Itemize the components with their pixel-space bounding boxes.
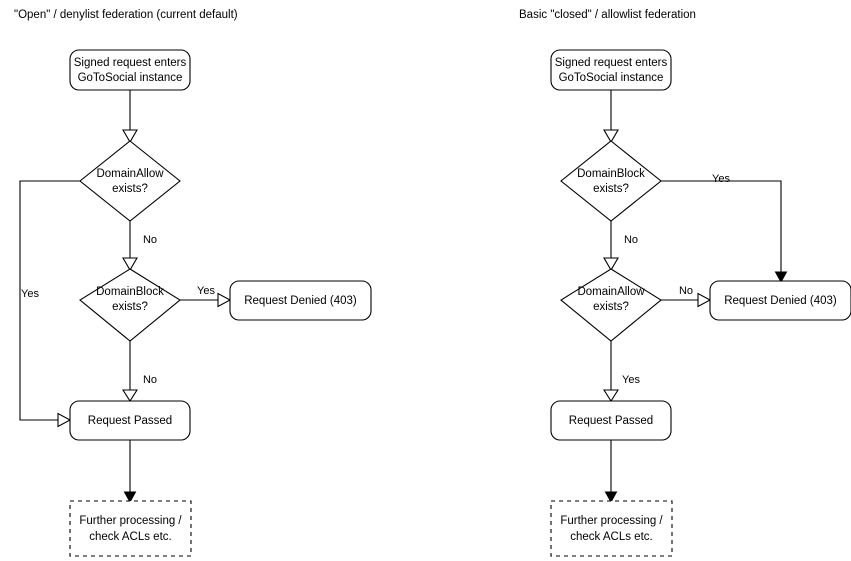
arrowhead-open-icon [122,129,138,144]
arrowhead-filled-icon [774,271,788,284]
node-request-denied-left: Request Denied (403) [229,280,372,321]
edge-decision1-no-right: No [603,221,638,272]
node-decision-domainallow-left: DomainAllow exists? [79,140,181,222]
edge-start-to-decision1-left [122,90,138,144]
node-further-processing-left: Further processing / check ACLs etc. [69,500,192,557]
arrowhead-open-icon [602,389,620,403]
decision1-diamond-right [560,140,662,222]
edge-label-decision2-yes-left: Yes [197,285,215,297]
node-start-right: Signed request enters GoToSocial instanc… [550,49,672,91]
node-request-passed-right: Request Passed [550,400,672,441]
decision2-right-line2: exists? [593,301,629,313]
arrowhead-open-icon [121,389,139,403]
panel-title-right: Basic "closed" / allowlist federation [519,9,696,21]
arrowhead-filled-icon [604,491,618,504]
node-request-passed-left: Request Passed [69,400,191,441]
node-start-left: Signed request enters GoToSocial instanc… [69,49,191,91]
further-processing-box-left [69,500,192,557]
arrowhead-open-icon [603,257,619,272]
edge-passed-to-further-left [123,440,137,504]
edge-decision1-yes-left: Yes [19,180,80,428]
further-processing-right-line1: Further processing / [560,515,663,527]
request-passed-label-left: Request Passed [88,415,172,427]
panel-closed-allowlist: Basic "closed" / allowlist federation Si… [519,9,851,557]
decision2-left-line1: DomainBlock [96,286,164,298]
request-denied-box-left [229,280,372,321]
edge-label-decision1-no-right: No [624,234,638,246]
decision1-left-line2: exists? [112,183,148,195]
panel-title-left: "Open" / denylist federation (current de… [14,9,238,21]
arrowhead-filled-icon [123,491,137,504]
edge-decision2-yes-right: Yes [602,341,640,403]
further-processing-left-line1: Further processing / [79,515,182,527]
node-decision-domainblock-left: DomainBlock exists? [79,268,181,342]
edge-passed-to-further-right [604,440,618,504]
edge-label-decision1-no-left: No [143,234,157,246]
node-decision-domainallow-right: DomainAllow exists? [560,268,662,342]
start-box-left-line1: Signed request enters [74,57,187,69]
edge-label-decision1-yes-right: Yes [712,173,730,185]
arrowhead-open-icon [122,257,138,272]
decision1-right-line2: exists? [593,183,629,195]
node-request-denied-right: Request Denied (403) [709,280,851,321]
request-denied-label-left: Request Denied (403) [244,295,357,307]
edge-decision2-yes-left: Yes [180,285,232,308]
node-decision-domainblock-right: DomainBlock exists? [560,140,662,222]
decision1-left-line1: DomainAllow [96,168,164,180]
edge-decision2-no-left: No [121,341,157,403]
decision1-right-line1: DomainBlock [577,168,645,180]
arrowhead-open-icon [57,412,72,428]
request-denied-label-right: Request Denied (403) [724,295,837,307]
edge-start-to-decision1-right [603,90,619,144]
edge-label-decision2-no-left: No [143,374,157,386]
edge-label-decision1-yes-left: Yes [21,288,39,300]
edge-label-decision2-yes-right: Yes [622,374,640,386]
arrowhead-open-icon [603,129,619,144]
decision1-diamond-left [79,140,181,222]
start-box-left-line2: GoToSocial instance [78,72,183,84]
edge-decision2-no-right: No [661,285,712,308]
decision2-left-line2: exists? [112,301,148,313]
request-passed-label-right: Request Passed [569,415,653,427]
arrowhead-open-icon [697,292,712,308]
start-box-right-line1: Signed request enters [555,57,668,69]
edge-decision1-no-left: No [122,221,157,272]
start-box-right-line2: GoToSocial instance [559,72,664,84]
further-processing-right-line2: check ACLs etc. [570,531,652,543]
panel-open-denylist: "Open" / denylist federation (current de… [14,9,372,557]
node-further-processing-right: Further processing / check ACLs etc. [550,500,673,557]
edge-label-decision2-no-right: No [679,285,693,297]
arrowhead-open-icon [217,292,232,308]
further-processing-left-line2: check ACLs etc. [89,531,171,543]
request-denied-box-right [709,280,851,321]
decision2-right-line1: DomainAllow [577,286,645,298]
further-processing-box-right [550,500,673,557]
edge-decision1-yes-right: Yes [661,173,788,284]
